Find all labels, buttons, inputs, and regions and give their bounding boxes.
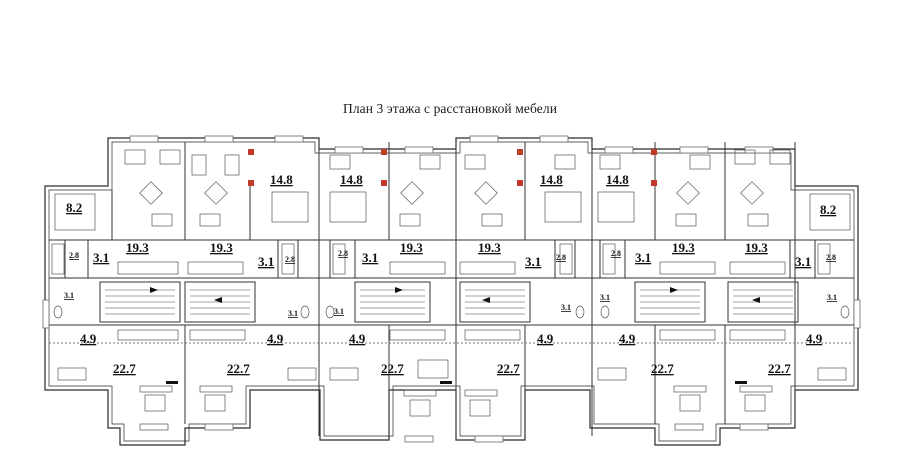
room-label: 19.3 [478,240,501,255]
room-label: 3.1 [93,250,109,265]
room-label: 3.1 [288,309,298,318]
room-label: 4.9 [349,331,366,346]
partitions [49,142,854,436]
room-label: 3.1 [362,250,378,265]
room-label: 2.8 [285,255,295,264]
room-label: 14.8 [540,172,563,187]
room-label: 8.2 [66,200,82,215]
plan-title: План 3 этажа с расстановкой мебели [342,101,558,116]
room-label: 8.2 [820,202,836,217]
windows [42,135,861,443]
stair-treads [105,289,793,315]
furniture [51,149,851,417]
room-label: 14.8 [340,172,363,187]
room-label: 4.9 [537,331,554,346]
room-label: 19.3 [672,240,695,255]
room-label: 3.1 [258,254,274,269]
room-label: 14.8 [606,172,629,187]
room-label: 2.8 [556,253,566,262]
room-labels: 14.8 14.8 14.8 14.8 8.2 8.2 19.3 19.3 19… [64,172,837,376]
pillars [248,149,657,186]
room-label: 22.7 [768,361,791,376]
room-label: 4.9 [806,331,823,346]
room-label: 3.1 [635,250,651,265]
room-label: 19.3 [210,240,233,255]
room-label: 22.7 [227,361,250,376]
room-label: 3.1 [795,254,811,269]
room-label: 3.1 [600,293,610,302]
room-label: 4.9 [267,331,284,346]
room-label: 3.1 [334,307,344,316]
room-label: 3.1 [561,303,571,312]
radiator-marks [166,381,747,384]
room-label: 2.8 [69,251,79,260]
room-label: 3.1 [64,291,74,300]
room-label: 19.3 [126,240,149,255]
room-label: 4.9 [80,331,97,346]
room-label: 2.8 [338,249,348,258]
room-label: 2.8 [826,253,836,262]
room-label: 22.7 [497,361,520,376]
stair-arrows [150,287,760,303]
room-label: 4.9 [619,331,636,346]
room-label: 14.8 [270,172,293,187]
outer-walls [44,137,859,446]
room-label: 22.7 [381,361,404,376]
room-label: 19.3 [745,240,768,255]
room-label: 3.1 [827,293,837,302]
room-label: 19.3 [400,240,423,255]
room-label: 22.7 [113,361,136,376]
room-label: 22.7 [651,361,674,376]
room-label: 3.1 [525,254,541,269]
room-label: 2.8 [611,249,621,258]
